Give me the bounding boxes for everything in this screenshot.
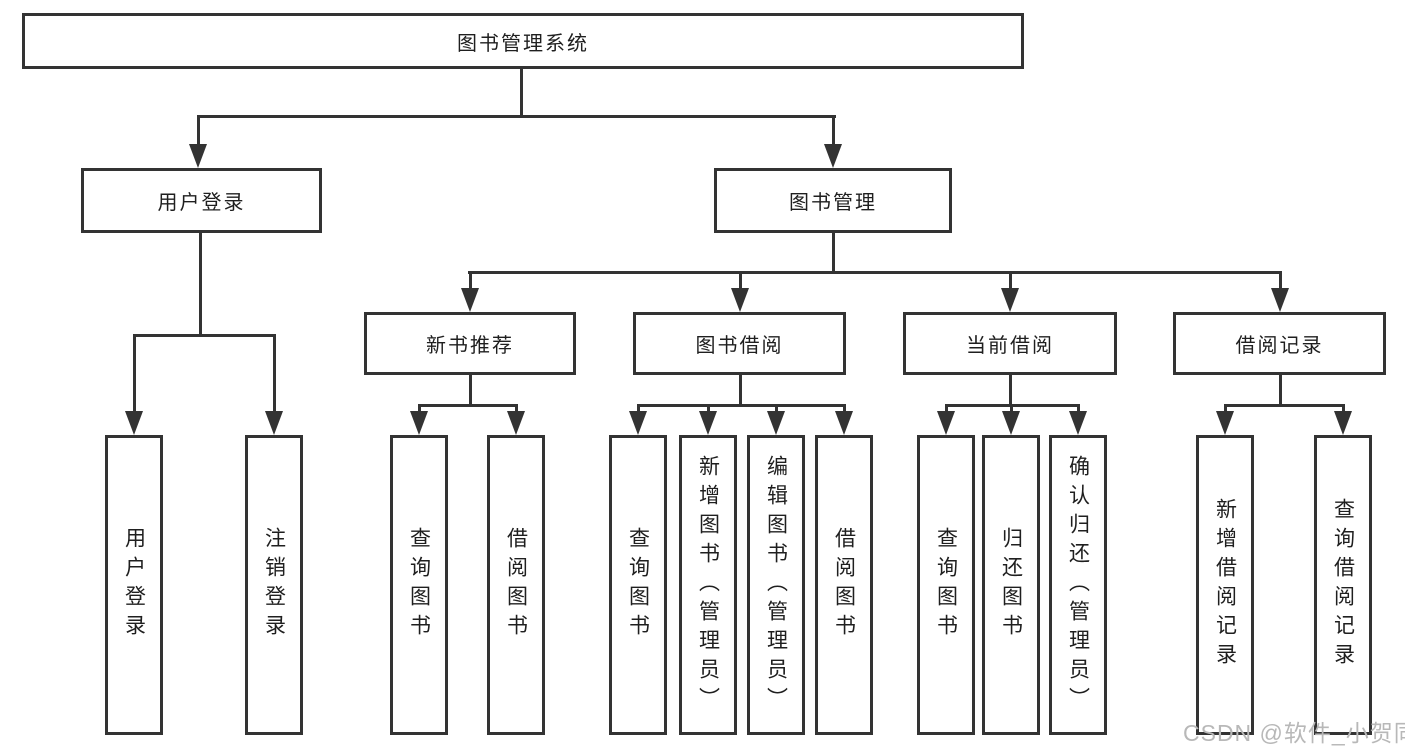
node-label: 图书管理 xyxy=(789,192,877,214)
leaf-query-borrow-record: 查询借阅记录 xyxy=(1314,435,1372,735)
leaf-return-book: 归还图书 xyxy=(982,435,1040,735)
arrowhead-icon xyxy=(1271,288,1289,312)
node-label: 查询图书 xyxy=(626,527,650,643)
connector-line xyxy=(515,404,518,416)
leaf-query-books-2: 查询图书 xyxy=(609,435,667,735)
arrowhead-icon xyxy=(265,411,283,435)
node-label: 借阅图书 xyxy=(832,527,856,643)
node-label: 图书管理系统 xyxy=(457,32,589,55)
node-label: 图书借阅 xyxy=(695,335,784,357)
connector-line xyxy=(1010,404,1013,416)
node-label: 借阅记录 xyxy=(1235,335,1324,357)
arrowhead-icon xyxy=(767,411,785,435)
connector-line xyxy=(1077,404,1080,416)
leaf-user-login: 用户登录 xyxy=(105,435,163,735)
leaf-borrow-books-1: 借阅图书 xyxy=(487,435,545,735)
node-label: 确认归还（管理员） xyxy=(1066,454,1090,716)
node-root-system: 图书管理系统 xyxy=(22,13,1024,69)
arrowhead-icon xyxy=(1001,288,1019,312)
connector-line xyxy=(1009,375,1012,406)
leaf-add-book-admin: 新增图书（管理员） xyxy=(679,435,737,735)
connector-line xyxy=(133,334,136,413)
connector-line xyxy=(273,334,276,413)
connector-line xyxy=(637,404,846,407)
connector-line xyxy=(1342,404,1345,416)
connector-line xyxy=(520,69,523,118)
leaf-logout: 注销登录 xyxy=(245,435,303,735)
arrowhead-icon xyxy=(410,411,428,435)
node-label: 当前借阅 xyxy=(966,335,1054,357)
node-label: 新增图书（管理员） xyxy=(696,454,720,716)
node-label: 用户登录 xyxy=(157,192,246,214)
arrowhead-icon xyxy=(699,411,717,435)
connector-line xyxy=(945,404,948,416)
arrowhead-icon xyxy=(125,411,143,435)
connector-line xyxy=(133,334,276,337)
connector-line xyxy=(1009,271,1012,291)
connector-line xyxy=(468,271,1282,274)
connector-line xyxy=(469,271,472,291)
connector-line xyxy=(832,115,835,146)
node-label: 新书推荐 xyxy=(426,335,514,357)
arrowhead-icon xyxy=(507,411,525,435)
arrowhead-icon xyxy=(824,144,842,168)
leaf-borrow-books-2: 借阅图书 xyxy=(815,435,873,735)
arrowhead-icon xyxy=(731,288,749,312)
leaf-edit-book-admin: 编辑图书（管理员） xyxy=(747,435,805,735)
connector-line xyxy=(843,404,846,416)
connector-line xyxy=(739,271,742,291)
leaf-confirm-return-admin: 确认归还（管理员） xyxy=(1049,435,1107,735)
arrowhead-icon xyxy=(1216,411,1234,435)
node-book-borrow: 图书借阅 xyxy=(633,312,846,375)
connector-line xyxy=(197,115,200,146)
leaf-query-books-3: 查询图书 xyxy=(917,435,975,735)
connector-line xyxy=(418,404,518,407)
csdn-watermark: CSDN @软件_小贺同学 xyxy=(1183,720,1405,746)
node-label: 查询借阅记录 xyxy=(1331,498,1355,672)
arrowhead-icon xyxy=(461,288,479,312)
connector-line xyxy=(1224,404,1345,407)
node-borrow-records: 借阅记录 xyxy=(1173,312,1386,375)
node-label: 用户登录 xyxy=(122,527,146,643)
node-label: 归还图书 xyxy=(999,527,1023,643)
connector-line xyxy=(637,404,640,416)
connector-line xyxy=(1224,404,1227,416)
connector-line xyxy=(1279,271,1282,291)
arrowhead-icon xyxy=(189,144,207,168)
node-user-login: 用户登录 xyxy=(81,168,322,233)
connector-line xyxy=(469,375,472,406)
connector-line xyxy=(707,404,710,416)
node-new-book-recommend: 新书推荐 xyxy=(364,312,576,375)
node-label: 新增借阅记录 xyxy=(1213,498,1237,672)
node-label: 注销登录 xyxy=(262,527,286,643)
leaf-add-borrow-record: 新增借阅记录 xyxy=(1196,435,1254,735)
connector-line xyxy=(418,404,421,416)
connector-line xyxy=(739,375,742,406)
arrowhead-icon xyxy=(629,411,647,435)
connector-line xyxy=(197,115,836,118)
arrowhead-icon xyxy=(1069,411,1087,435)
arrowhead-icon xyxy=(937,411,955,435)
node-label: 编辑图书（管理员） xyxy=(764,454,788,716)
arrowhead-icon xyxy=(835,411,853,435)
node-book-management: 图书管理 xyxy=(714,168,952,233)
arrowhead-icon xyxy=(1334,411,1352,435)
connector-line xyxy=(832,233,835,274)
node-label: 查询图书 xyxy=(934,527,958,643)
connector-line xyxy=(1279,375,1282,406)
connector-line xyxy=(775,404,778,416)
connector-line xyxy=(199,233,202,337)
node-current-borrow: 当前借阅 xyxy=(903,312,1117,375)
node-label: 借阅图书 xyxy=(504,527,528,643)
leaf-query-books-1: 查询图书 xyxy=(390,435,448,735)
arrowhead-icon xyxy=(1002,411,1020,435)
node-label: 查询图书 xyxy=(407,527,431,643)
